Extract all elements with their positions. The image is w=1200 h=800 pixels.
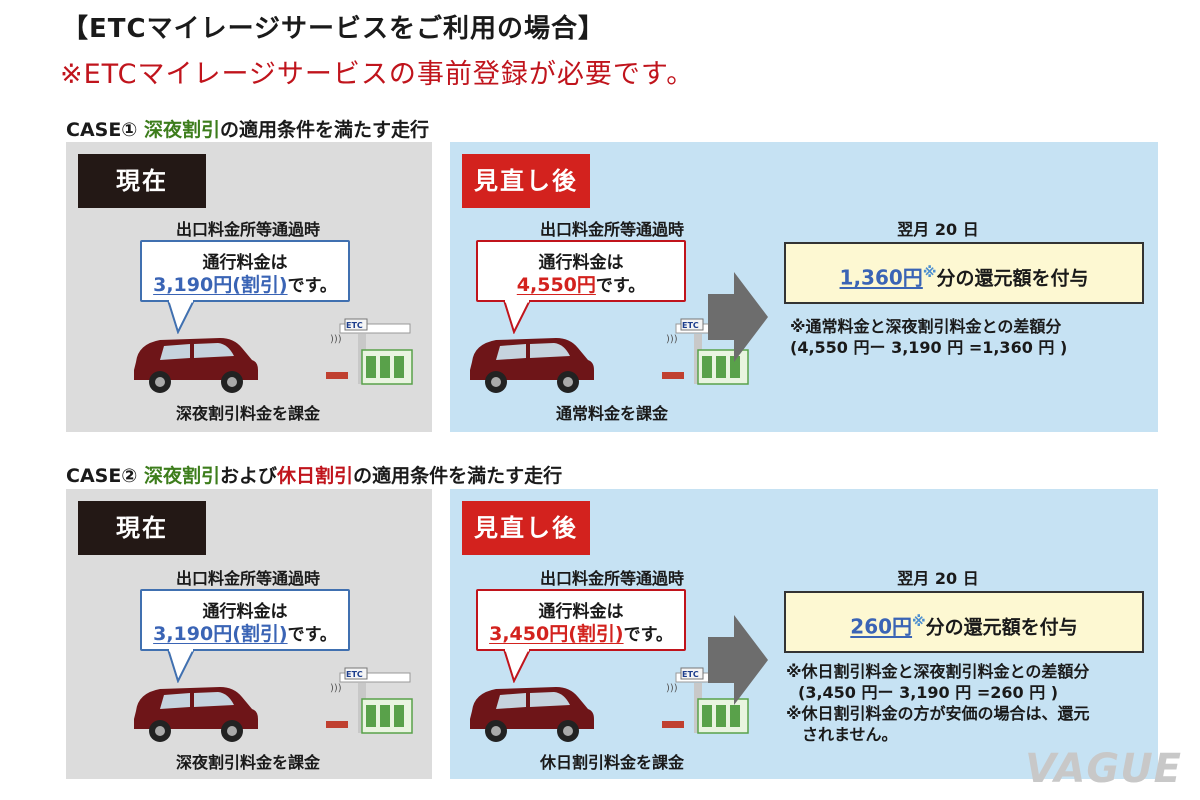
case1-title-suffix: の適用条件を満たす走行 — [220, 119, 430, 141]
case1-revised-bubble: 通行料金は 4,550円です。 — [476, 240, 686, 302]
case1-note: ※通常料金と深夜割引料金との差額分 (4,550 円ー 3,190 円 =1,3… — [790, 316, 1067, 358]
svg-text:))): ))) — [666, 334, 678, 345]
case1-date-label: 翌月 20 日 — [897, 220, 979, 239]
bubble-suffix: です。 — [287, 276, 337, 296]
car-toll-gate-illustration: ETC ))) — [470, 318, 749, 393]
refund-amount: 260円 — [850, 614, 913, 639]
case2-title-suffix: の適用条件を満たす走行 — [353, 465, 563, 487]
car-toll-gate-illustration: ETC ))) — [470, 667, 749, 742]
bubble-line2: 3,190円(割引)です。 — [142, 274, 348, 297]
car-toll-gate-illustration: ETC ))) — [134, 667, 413, 742]
refund-mark: ※ — [912, 614, 926, 630]
note-line: ※休日割引料金の方が安価の場合は、還元 — [786, 704, 1090, 723]
page-title: 【ETCマイレージサービスをご利用の場合】 — [62, 14, 606, 44]
car-icon — [470, 687, 594, 742]
case2-revised-panel: 見直し後 出口料金所等通過時 通行料金は 3,450円(割引)です。 ETC )… — [450, 489, 1158, 779]
refund-amount: 1,360円 — [839, 265, 923, 290]
case1-current-exit-label: 出口料金所等通過時 — [175, 220, 320, 239]
car-icon — [134, 338, 258, 393]
case2-date-label: 翌月 20 日 — [897, 569, 979, 588]
svg-text:))): ))) — [666, 683, 678, 694]
case1-refund-box: 1,360円※分の還元額を付与 — [784, 242, 1144, 304]
bubble-tail — [166, 300, 196, 334]
case2-title-prefix: CASE② — [66, 465, 145, 487]
case2-current-tag: 現在 — [78, 501, 206, 555]
refund-mark: ※ — [922, 265, 937, 281]
etc-sign-text: ETC — [682, 321, 699, 330]
bubble-suffix: です。 — [287, 625, 337, 645]
bubble-line1: 通行料金は — [538, 253, 624, 273]
bubble-amount: 3,190円(割引) — [153, 623, 288, 645]
etc-sign-text: ETC — [346, 321, 363, 330]
right-arrow-icon — [708, 615, 768, 705]
case2-revised-tag: 見直し後 — [462, 501, 590, 555]
toll-gate-icon: ETC ))) — [326, 667, 413, 734]
case2-current-panel: 現在 出口料金所等通過時 通行料金は 3,190円(割引)です。 ETC ))) — [66, 489, 432, 779]
note-line: されません。 — [802, 725, 898, 744]
svg-text:))): ))) — [330, 683, 342, 694]
car-toll-gate-illustration: ETC ))) — [134, 318, 413, 393]
case1-current-panel: 現在 出口料金所等通過時 通行料金は 3,190円(割引)です。 ETC ))) — [66, 142, 432, 432]
case2-revised-exit-label: 出口料金所等通過時 — [539, 569, 684, 588]
case1-current-charge-label: 深夜割引料金を課金 — [175, 404, 320, 423]
note-line: (4,550 円ー 3,190 円 =1,360 円 ) — [790, 338, 1068, 357]
refund-suffix: 分の還元額を付与 — [925, 616, 1078, 639]
case1-title-prefix: CASE① — [66, 119, 145, 141]
right-arrow-icon — [708, 272, 768, 362]
case1-title: CASE① 深夜割引の適用条件を満たす走行 — [66, 115, 429, 142]
vague-watermark-logo: VAGUE — [1025, 746, 1182, 792]
case2-note: ※休日割引料金と深夜割引料金との差額分 (3,450 円ー 3,190 円 =2… — [786, 661, 1090, 745]
case1-current-tag: 現在 — [78, 154, 206, 208]
case2-title: CASE② 深夜割引および休日割引の適用条件を満たす走行 — [66, 461, 562, 488]
case1-revised-charge-label: 通常料金を課金 — [555, 404, 668, 423]
bubble-tail — [166, 649, 196, 683]
case2-revised-bubble: 通行料金は 3,450円(割引)です。 — [476, 589, 686, 651]
bubble-amount: 3,450円(割引) — [489, 623, 624, 645]
bubble-line1: 通行料金は — [538, 602, 624, 622]
car-icon — [470, 338, 594, 393]
bubble-suffix: です。 — [595, 276, 646, 296]
case2-title-mid: および — [220, 465, 278, 487]
bubble-line2: 4,550円です。 — [478, 274, 684, 297]
case2-current-exit-label: 出口料金所等通過時 — [175, 569, 320, 588]
bubble-line2: 3,450円(割引)です。 — [478, 623, 684, 646]
bubble-amount: 4,550円 — [516, 274, 596, 296]
case1-current-bubble: 通行料金は 3,190円(割引)です。 — [140, 240, 350, 302]
case1-revised-exit-label: 出口料金所等通過時 — [539, 220, 684, 239]
note-line: ※休日割引料金と深夜割引料金との差額分 — [786, 662, 1090, 681]
case2-refund-box: 260円※分の還元額を付与 — [784, 591, 1144, 653]
car-icon — [134, 687, 258, 742]
bubble-line1: 通行料金は — [202, 602, 288, 622]
case2-title-red: 休日割引 — [277, 465, 354, 487]
case2-current-bubble: 通行料金は 3,190円(割引)です。 — [140, 589, 350, 651]
bubble-line2: 3,190円(割引)です。 — [142, 623, 348, 646]
bubble-tail — [502, 300, 532, 334]
svg-text:))): ))) — [330, 334, 342, 345]
etc-sign-text: ETC — [346, 670, 363, 679]
note-line: (3,450 円ー 3,190 円 =260 円 ) — [798, 683, 1059, 702]
toll-gate-icon: ETC ))) — [662, 667, 749, 734]
etc-sign-text: ETC — [682, 670, 699, 679]
case2-title-green: 深夜割引 — [144, 465, 221, 487]
bubble-line1: 通行料金は — [202, 253, 288, 273]
note-line: ※通常料金と深夜割引料金との差額分 — [790, 317, 1062, 336]
case2-revised-charge-label: 休日割引料金を課金 — [539, 753, 684, 772]
toll-gate-icon: ETC ))) — [326, 318, 413, 385]
bubble-tail — [502, 649, 532, 683]
bubble-suffix: です。 — [623, 625, 673, 645]
case1-revised-panel: 見直し後 出口料金所等通過時 通行料金は 4,550円です。 ETC ))) — [450, 142, 1158, 432]
page-subtitle: ※ETCマイレージサービスの事前登録が必要です。 — [60, 59, 695, 90]
bubble-amount: 3,190円(割引) — [153, 274, 288, 296]
refund-suffix: 分の還元額を付与 — [936, 267, 1089, 290]
case1-title-green: 深夜割引 — [144, 119, 221, 141]
case2-current-charge-label: 深夜割引料金を課金 — [175, 753, 320, 772]
case1-revised-tag: 見直し後 — [462, 154, 590, 208]
